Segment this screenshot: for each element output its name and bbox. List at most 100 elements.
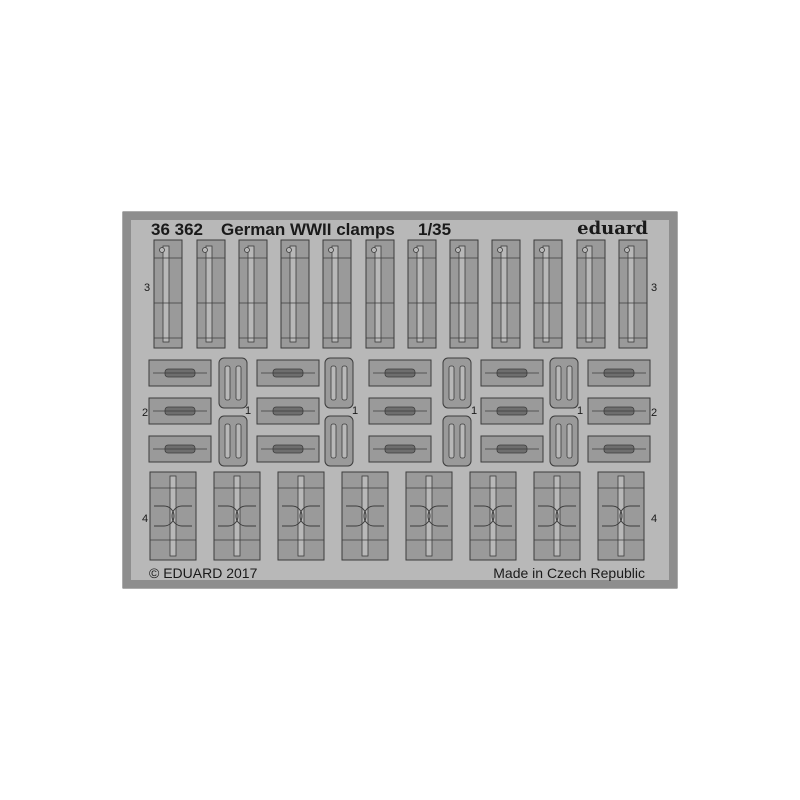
clamp-part-2 (480, 435, 544, 463)
part-number-4-right: 4 (651, 513, 657, 525)
bracket-hook (427, 505, 448, 527)
strap-hole (202, 247, 208, 253)
bracket-slot (617, 475, 625, 557)
clamp-part-1 (442, 357, 472, 409)
strap-hole (582, 247, 588, 253)
clamp-part-2 (148, 359, 212, 387)
clamp-part-4 (469, 471, 517, 561)
strap-hole (244, 247, 250, 253)
strap-slot (627, 245, 635, 343)
part-number-2-left: 2 (142, 407, 148, 419)
bracket-hook (299, 505, 320, 527)
clamp-part-1 (324, 415, 354, 467)
bracket-slot (489, 475, 497, 557)
bracket-hook (363, 505, 384, 527)
small-clamp-slot (224, 423, 231, 459)
bracket-hook (602, 505, 623, 527)
clamp-part-3 (576, 239, 606, 349)
small-clamp-slot (235, 423, 242, 459)
strap-slot (374, 245, 382, 343)
clamp-part-4 (213, 471, 261, 561)
clamp-part-4 (597, 471, 645, 561)
clamp-part-2 (480, 359, 544, 387)
bracket-hook (346, 505, 367, 527)
strap-slot (162, 245, 170, 343)
clamp-part-4 (149, 471, 197, 561)
strap-hole (413, 247, 419, 253)
bracket-hook (474, 505, 495, 527)
strap-hole (497, 247, 503, 253)
strap-slot (289, 245, 297, 343)
clamp-part-2 (256, 435, 320, 463)
part-number-1: 1 (245, 405, 251, 417)
clamp-part-2 (587, 397, 651, 425)
small-clamp-slot (224, 365, 231, 401)
small-clamp-body (324, 357, 354, 409)
fret-code: 36 362 (151, 220, 203, 239)
small-clamp-slot (459, 423, 466, 459)
clamp-part-4 (533, 471, 581, 561)
small-clamp-slot (459, 365, 466, 401)
small-clamp-slot (555, 423, 562, 459)
bracket-hook (171, 505, 192, 527)
small-clamp-slot (566, 423, 573, 459)
clamp-part-1 (549, 357, 579, 409)
clamp-part-3 (491, 239, 521, 349)
clamp-part-2 (148, 435, 212, 463)
part-number-3-right: 3 (651, 282, 657, 294)
bracket-hook (154, 505, 175, 527)
bracket-slot (297, 475, 305, 557)
strap-hole (624, 247, 630, 253)
clamp-part-2 (368, 359, 432, 387)
small-clamp-body (549, 415, 579, 467)
small-clamp-body (549, 357, 579, 409)
small-clamp-slot (341, 365, 348, 401)
clamp-part-3 (449, 239, 479, 349)
bracket-slot (169, 475, 177, 557)
clamp-part-2 (148, 397, 212, 425)
bracket-hook (538, 505, 559, 527)
bracket-hook (235, 505, 256, 527)
small-clamp-slot (448, 365, 455, 401)
strap-slot (247, 245, 255, 343)
small-clamp-slot (341, 423, 348, 459)
fret-title: German WWII clamps (221, 220, 395, 239)
bracket-slot (361, 475, 369, 557)
clamp-part-3 (533, 239, 563, 349)
part-number-1: 1 (577, 405, 583, 417)
part-number-1: 1 (471, 405, 477, 417)
clamp-part-3 (280, 239, 310, 349)
clamp-part-3 (238, 239, 268, 349)
clamp-part-2 (368, 435, 432, 463)
bracket-hook (410, 505, 431, 527)
small-clamp-body (324, 415, 354, 467)
part-number-4-left: 4 (142, 513, 148, 525)
strap-slot (331, 245, 339, 343)
origin-text: Made in Czech Republic (493, 565, 645, 581)
strap-slot (416, 245, 424, 343)
bracket-hook (555, 505, 576, 527)
small-clamp-slot (448, 423, 455, 459)
small-clamp-slot (566, 365, 573, 401)
small-clamp-body (442, 415, 472, 467)
clamp-part-3 (407, 239, 437, 349)
bracket-hook (282, 505, 303, 527)
bracket-slot (425, 475, 433, 557)
copyright-text: © EDUARD 2017 (149, 565, 258, 581)
strap-hole (455, 247, 461, 253)
strap-slot (585, 245, 593, 343)
strap-slot (205, 245, 213, 343)
strap-slot (542, 245, 550, 343)
clamp-part-2 (587, 359, 651, 387)
strap-hole (371, 247, 377, 253)
bracket-slot (233, 475, 241, 557)
part-number-1: 1 (352, 405, 358, 417)
part-number-3-left: 3 (144, 282, 150, 294)
clamp-part-1 (218, 415, 248, 467)
bracket-slot (553, 475, 561, 557)
clamp-part-2 (480, 397, 544, 425)
etched-parts (148, 239, 651, 561)
small-clamp-body (218, 415, 248, 467)
clamp-part-3 (153, 239, 183, 349)
